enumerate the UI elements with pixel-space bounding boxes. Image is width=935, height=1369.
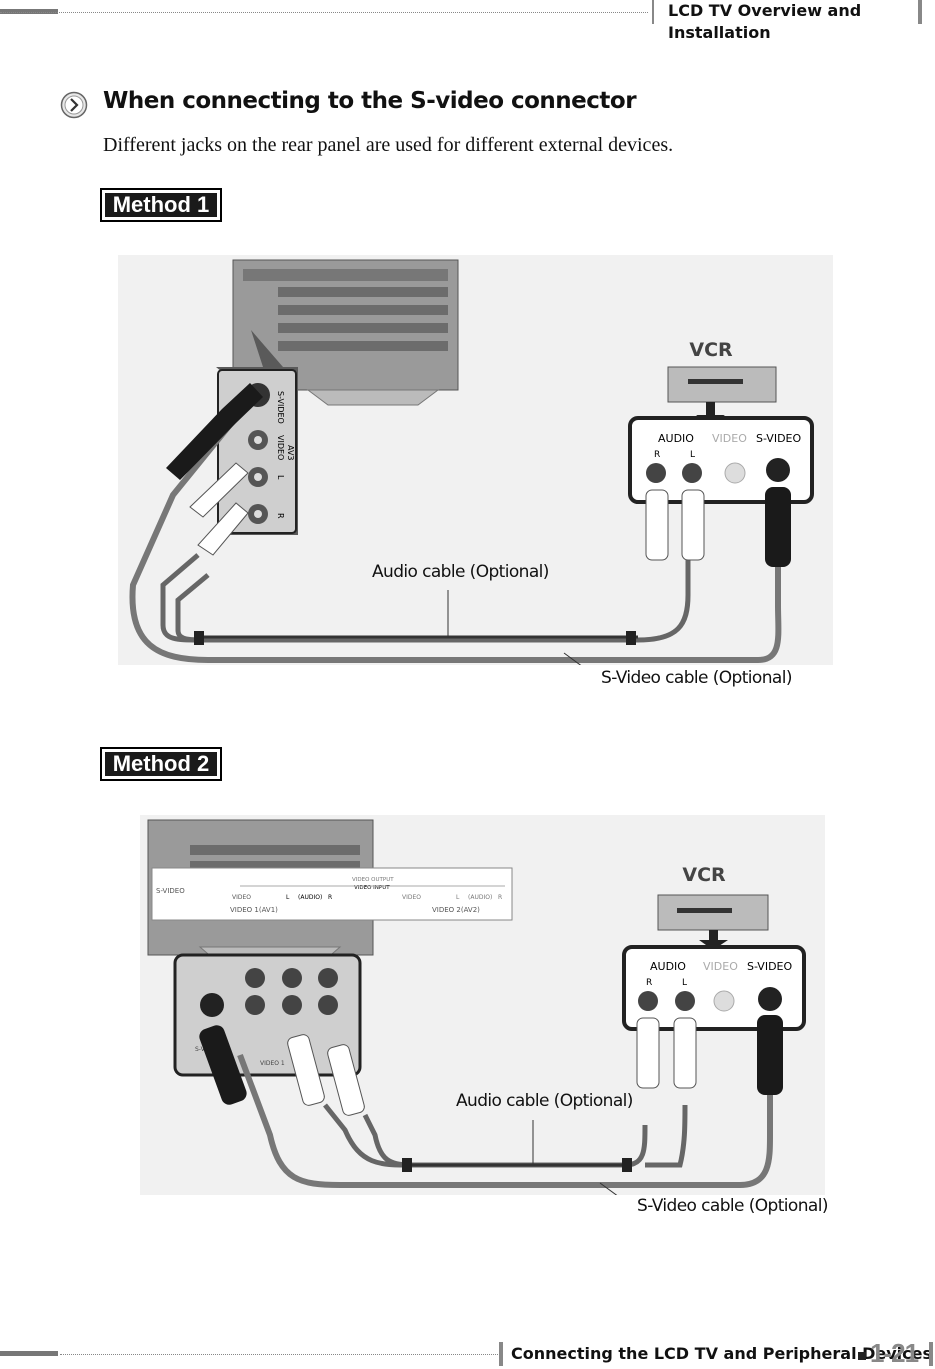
m2-vcr-svideo: S-VIDEO — [747, 960, 792, 973]
strip-video-output: VIDEO OUTPUT — [352, 877, 394, 883]
m1-audio-cable-label: Audio cable (Optional) — [372, 562, 549, 582]
section-intro: Different jacks on the rear panel are us… — [103, 134, 674, 156]
strip-svideo: S-VIDEO — [156, 887, 185, 895]
footer-end-bar — [929, 1342, 933, 1366]
panel-video1: VIDEO 1 — [260, 1060, 285, 1067]
method-2-badge: Method 2 — [100, 747, 222, 781]
footer-rule-bar — [0, 1351, 58, 1356]
m1-vcr-label: VCR — [689, 339, 733, 361]
strip-video-input: VIDEO INPUT — [354, 885, 390, 891]
strip-audio2: (AUDIO) — [468, 894, 492, 901]
m1-vcr-audio: AUDIO — [658, 432, 694, 445]
method-1-badge: Method 1 — [100, 188, 222, 222]
strip-r: R — [328, 894, 332, 901]
strip-video: VIDEO — [232, 894, 251, 901]
header-rule-bar — [0, 9, 58, 14]
strip-video2: VIDEO — [402, 894, 421, 901]
footer-title: Connecting the LCD TV and Peripheral Dev… — [499, 1342, 932, 1366]
header-title: LCD TV Overview and Installation — [652, 0, 922, 42]
m2-audio-cable-label: Audio cable (Optional) — [456, 1091, 633, 1111]
m2-vcr-device — [657, 894, 769, 931]
m1-vcr-device — [667, 366, 777, 403]
method-1-diagram: S-VIDEO VIDEO AV3 L R VCR AUDIO VIDEO S-… — [118, 255, 833, 665]
section-title: When connecting to the S-video connector — [103, 88, 637, 114]
m2-vcr-l: L — [682, 978, 687, 988]
panel-svideo: S-VID — [195, 1046, 211, 1053]
footer-square-icon — [858, 1352, 866, 1360]
tv-jack-video: VIDEO — [276, 435, 285, 460]
tv-rear-panel — [232, 259, 459, 406]
footer-dotted-rule — [60, 1354, 498, 1355]
strip-audio: (AUDIO) — [298, 894, 322, 901]
strip-l: L — [286, 894, 290, 901]
m2-vcr-audio: AUDIO — [650, 960, 686, 973]
header-dotted-rule — [0, 12, 648, 13]
m1-svideo-cable-label: S-Video cable (Optional) — [601, 668, 792, 688]
tv-jack-r: R — [276, 513, 285, 519]
chevron-right-icon — [60, 91, 88, 119]
m2-vcr-r: R — [646, 978, 652, 988]
strip-av2: VIDEO 2(AV2) — [432, 906, 480, 914]
m2-vcr-label: VCR — [682, 864, 726, 886]
m1-vcr-l: L — [690, 450, 695, 460]
method-2-diagram: S-VIDEO VIDEO L (AUDIO) R VIDEO OUTPUT V… — [140, 815, 825, 1195]
method-2-label: Method 2 — [105, 752, 217, 776]
tv-jack-svideo: S-VIDEO — [276, 391, 285, 424]
tv-jack-l: L — [276, 475, 285, 480]
m2-svideo-cable-label: S-Video cable (Optional) — [637, 1196, 828, 1216]
tv-jack-strip — [151, 867, 513, 921]
strip-l2: L — [456, 894, 460, 901]
strip-r2: R — [498, 894, 502, 901]
method-1-label: Method 1 — [105, 193, 217, 217]
m2-vcr-video: VIDEO — [703, 960, 738, 973]
m1-vcr-video: VIDEO — [712, 432, 747, 445]
tv-jack-av3: AV3 — [286, 445, 295, 461]
m1-vcr-svideo: S-VIDEO — [756, 432, 801, 445]
page-number: 1-21 — [870, 1338, 919, 1368]
strip-av1: VIDEO 1(AV1) — [230, 906, 278, 914]
m1-vcr-r: R — [654, 450, 660, 460]
